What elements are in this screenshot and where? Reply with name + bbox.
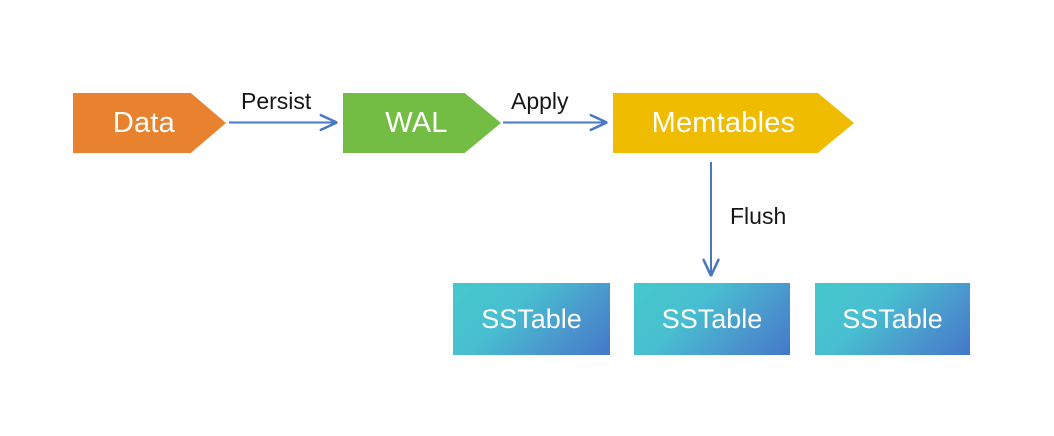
node-sstable-1-label: SSTable bbox=[481, 303, 582, 334]
edge-label-apply: Apply bbox=[511, 88, 569, 114]
node-memtables[interactable]: Memtables bbox=[613, 93, 854, 153]
node-memtables-label: Memtables bbox=[651, 106, 796, 139]
node-data-label: Data bbox=[112, 106, 175, 139]
node-sstable-2-label: SSTable bbox=[661, 303, 763, 334]
node-sstable-3-label: SSTable bbox=[842, 303, 943, 334]
node-sstable-2[interactable]: SSTable bbox=[634, 283, 790, 355]
edge-label-persist: Persist bbox=[241, 88, 312, 114]
edge-label-flush: Flush bbox=[730, 203, 787, 229]
node-wal[interactable]: WAL bbox=[343, 93, 501, 153]
node-sstable-1[interactable]: SSTable bbox=[453, 283, 610, 355]
node-wal-label: WAL bbox=[385, 106, 448, 139]
node-data[interactable]: Data bbox=[73, 93, 226, 153]
node-sstable-3[interactable]: SSTable bbox=[815, 283, 970, 355]
